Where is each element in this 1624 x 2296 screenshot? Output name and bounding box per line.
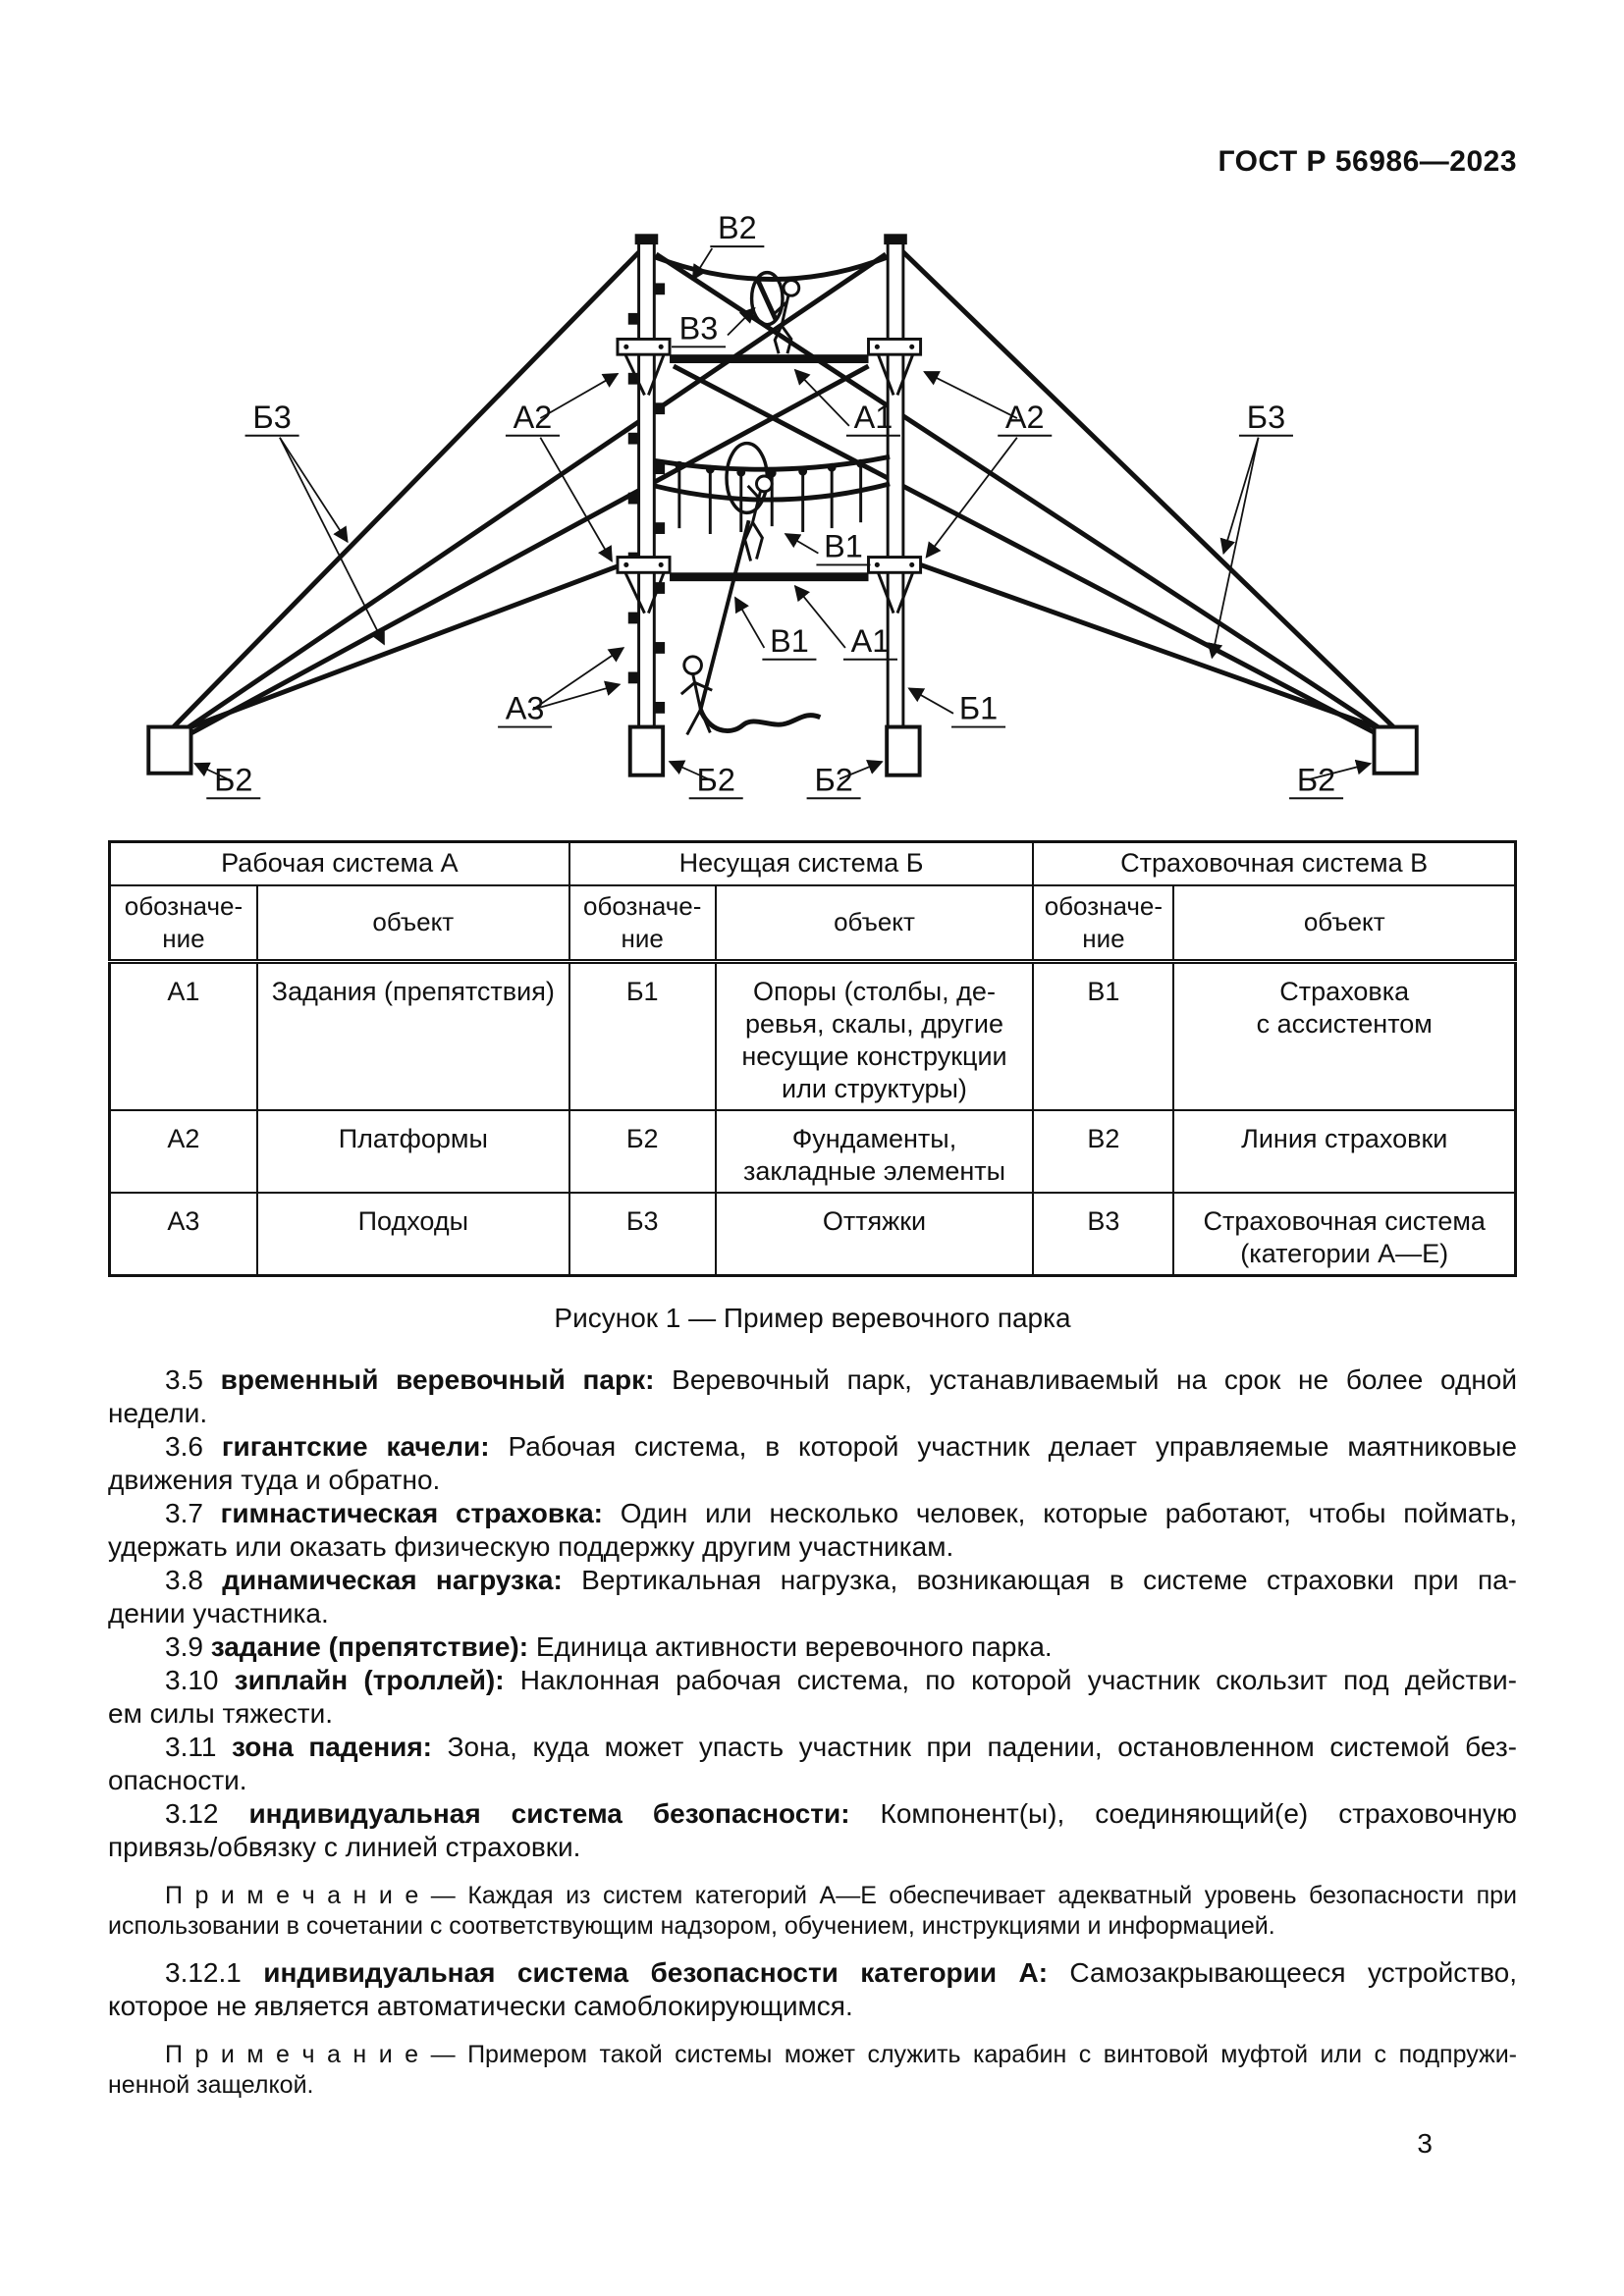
- label-a1-lower: А1: [851, 623, 891, 659]
- table-cell: В1: [1032, 960, 1175, 1111]
- table-cell: Линия страховки: [1172, 1108, 1518, 1194]
- table-cell: Оттяжки: [714, 1191, 1035, 1277]
- label-v3: В3: [679, 310, 719, 346]
- table-row: А2 Платформы Б2 Фундаменты,закладные эле…: [107, 1108, 1518, 1194]
- label-b3-left: Б3: [252, 400, 291, 435]
- table-cell: А1: [107, 960, 258, 1111]
- participant-bridge: [725, 441, 774, 561]
- table-cell: А3: [107, 1191, 258, 1277]
- participant-top: [749, 270, 801, 354]
- table-row: А1 Задания (препятствия) Б1 Опоры (столб…: [107, 960, 1518, 1111]
- table-cell: В3: [1032, 1191, 1175, 1277]
- doc-number: ГОСТ Р 56986—2023: [1218, 145, 1517, 178]
- clause-3-6: 3.6 гигантские качели: Рабочая система, …: [108, 1430, 1517, 1495]
- clause-3-5: 3.5 временный веревочный парк: Веревочны…: [108, 1363, 1517, 1428]
- systems-table: Рабочая система А Несущая система Б Стра…: [107, 840, 1518, 1277]
- label-a1-upper: А1: [854, 400, 893, 435]
- page-number: 3: [1417, 2127, 1433, 2159]
- table-cell: Подходы: [255, 1191, 570, 1277]
- label-b3-right: Б3: [1247, 400, 1285, 435]
- label-b1: Б1: [959, 691, 998, 726]
- clause-3-7: 3.7 гимнастическая страховка: Один или н…: [108, 1497, 1518, 1562]
- col-header: объект: [255, 883, 570, 964]
- rope-park-diagram: В2 В3 А1 А2 А2 Б3 Б3 В1 В1 А1 А3 Б1 Б2 Б…: [146, 210, 1419, 800]
- label-b2-4: Б2: [1297, 762, 1335, 797]
- label-a3: А3: [506, 691, 545, 726]
- rope-bridge: [653, 454, 891, 534]
- group-header-a: Рабочая система А: [107, 840, 570, 886]
- col-header: объект: [714, 883, 1035, 964]
- clause-3-10: 3.10 зиплайн (троллей): Наклонная рабоча…: [108, 1664, 1517, 1729]
- table-subheader-row: обозначе-ние объект обозначе-ние объект …: [107, 883, 1518, 964]
- label-v1-lower: В1: [770, 623, 809, 659]
- table-cell: Задания (препятствия): [255, 960, 570, 1111]
- table-cell: Фундаменты,закладные элементы: [714, 1108, 1035, 1194]
- safety-line-top: [641, 249, 900, 282]
- table-cell: А2: [107, 1108, 258, 1194]
- label-b2-3: Б2: [814, 762, 852, 797]
- label-v1-upper: В1: [824, 529, 863, 564]
- label-b2-1: Б2: [214, 762, 252, 797]
- clause-3-12: 3.12 индивидуальная система безопасности…: [108, 1797, 1517, 1862]
- group-header-b: Несущая система Б: [568, 840, 1035, 886]
- table-cell: Б3: [568, 1191, 717, 1277]
- belayer-ground: [679, 519, 822, 736]
- table-cell: В2: [1032, 1108, 1175, 1194]
- foundations: [146, 724, 1419, 777]
- figure-caption: Рисунок 1 — Пример веревочного парка: [554, 1302, 1071, 1333]
- col-header: обозначе-ние: [107, 883, 258, 964]
- definitions-text: 3.5 временный веревочный парк: Веревочны…: [108, 1363, 1517, 2101]
- note-2: П р и м е ч а н и е — Примером такой сис…: [108, 2040, 1517, 2099]
- label-b2-2: Б2: [697, 762, 735, 797]
- group-header-v: Страховочная система В: [1032, 840, 1518, 886]
- note-1: П р и м е ч а н и е — Каждая из систем к…: [108, 1881, 1517, 1940]
- table-cell: Платформы: [255, 1108, 570, 1194]
- col-header: обозначе-ние: [568, 883, 717, 964]
- label-a2-left: А2: [514, 400, 553, 435]
- table-group-header-row: Рабочая система А Несущая система Б Стра…: [107, 840, 1518, 886]
- col-header: объект: [1172, 883, 1518, 964]
- table-cell: Б1: [568, 960, 717, 1111]
- clause-3-8: 3.8 динамическая нагрузка: Вертикальная …: [108, 1564, 1518, 1629]
- col-header: обозначе-ние: [1032, 883, 1175, 964]
- clause-3-9: 3.9 задание (препятствие): Единица актив…: [165, 1630, 1053, 1662]
- label-a2-right: А2: [1005, 400, 1045, 435]
- platforms: [616, 337, 923, 614]
- figure-labels: В2 В3 А1 А2 А2 Б3 Б3 В1 В1 А1 А3 Б1 Б2 Б…: [193, 210, 1373, 800]
- label-v2: В2: [718, 210, 757, 245]
- table-row: А3 Подходы Б3 Оттяжки В3 Страховочная си…: [107, 1191, 1518, 1277]
- clause-3-11: 3.11 зона падения: Зона, куда может упас…: [108, 1731, 1517, 1795]
- table-cell: Страховочная система(категории А—Е): [1172, 1191, 1518, 1277]
- table-cell: Б2: [568, 1108, 717, 1194]
- figure-1-rope-park: В2 В3 А1 А2 А2 Б3 Б3 В1 В1 А1 А3 Б1 Б2 Б…: [108, 188, 1517, 821]
- clause-3-12-1: 3.12.1 индивидуальная система безопаснос…: [108, 1956, 1517, 2021]
